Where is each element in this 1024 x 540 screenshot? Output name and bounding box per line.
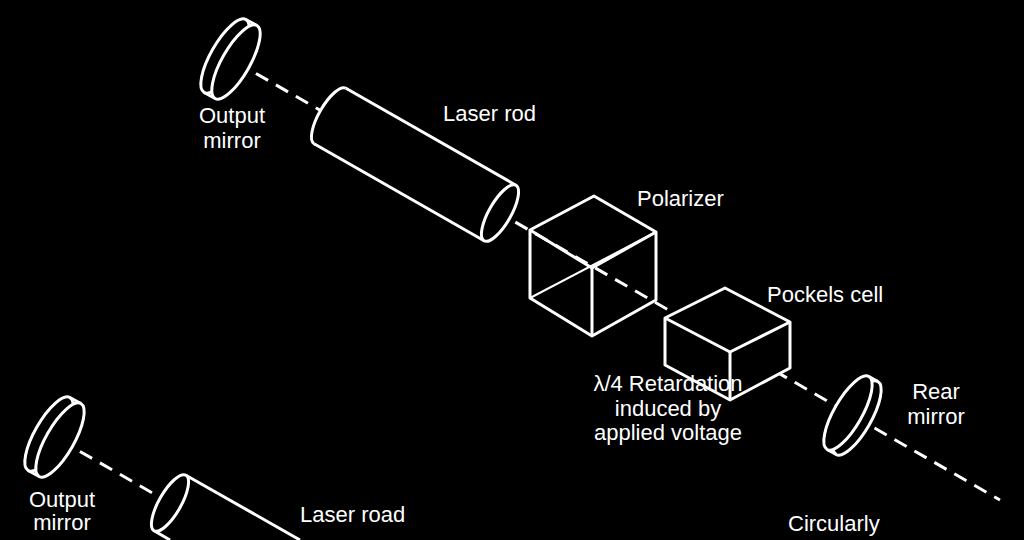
laser-rod: [145, 470, 300, 540]
output-mirror: [16, 391, 93, 484]
part-name: Laser rod: [443, 102, 536, 127]
part-name: Polarizer: [637, 187, 724, 212]
output-mirror: [192, 13, 269, 106]
part-name: Output mirror: [12, 488, 112, 534]
part-name: Laser road: [300, 503, 405, 528]
annotation-note: λ/4 Retardation induced by applied volta…: [593, 372, 743, 446]
annotation-note: Circularly: [788, 512, 880, 537]
part-name: Pockels cell: [767, 283, 883, 308]
rear-mirror: [815, 370, 890, 462]
part-name: Rear mirror: [890, 380, 982, 429]
part-name: Output mirror: [182, 104, 282, 153]
polarizer-cube: [530, 196, 656, 336]
optical-axis: [236, 62, 1000, 500]
